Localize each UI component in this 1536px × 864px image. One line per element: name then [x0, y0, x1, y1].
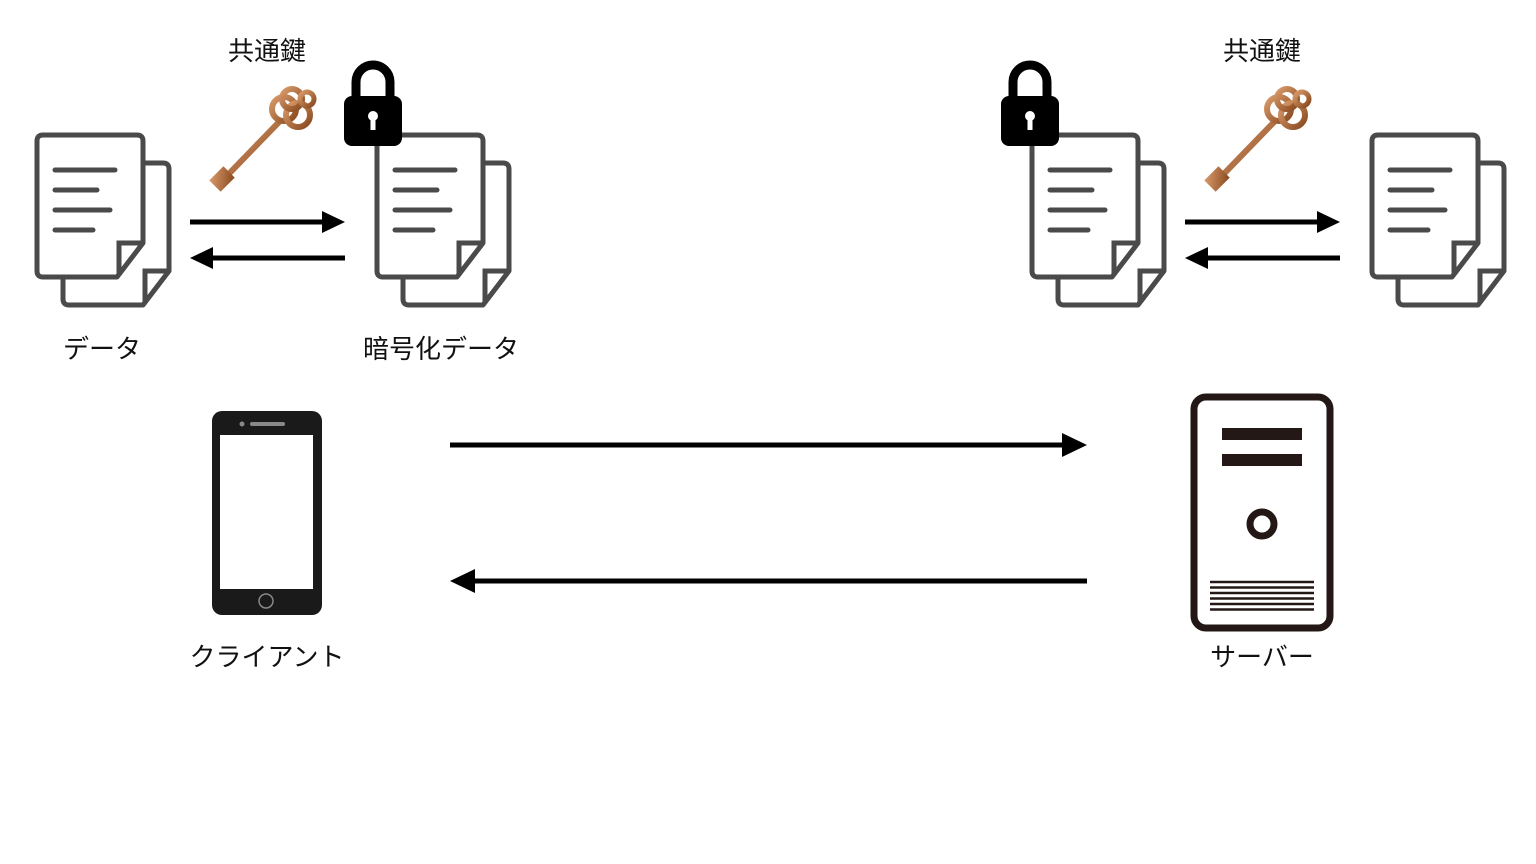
key-icon [209, 89, 314, 192]
encrypted-document-icon [1032, 135, 1164, 305]
receive-arrow [450, 569, 1087, 593]
encrypted-document-icon [377, 135, 509, 305]
server-icon [1190, 393, 1334, 632]
decrypt-arrow [1185, 211, 1340, 233]
client-label: クライアント [189, 643, 345, 673]
decrypt-arrow [190, 247, 345, 269]
encrypt-arrow [190, 211, 345, 233]
data-document-icon [1372, 135, 1504, 305]
lock-icon [344, 65, 402, 146]
server-label: サーバー [1210, 643, 1314, 673]
key-icon [1204, 89, 1309, 192]
data-document-icon [37, 135, 169, 305]
smartphone-icon [212, 411, 322, 615]
send-arrow [450, 433, 1087, 457]
lock-icon [1001, 65, 1059, 146]
data-label: データ [62, 335, 142, 365]
encrypted-data-label: 暗号化データ [362, 335, 520, 365]
encrypt-arrow [1185, 247, 1340, 269]
shared-key-label: 共通鍵 [227, 37, 307, 67]
shared-key-label: 共通鍵 [1222, 37, 1302, 67]
